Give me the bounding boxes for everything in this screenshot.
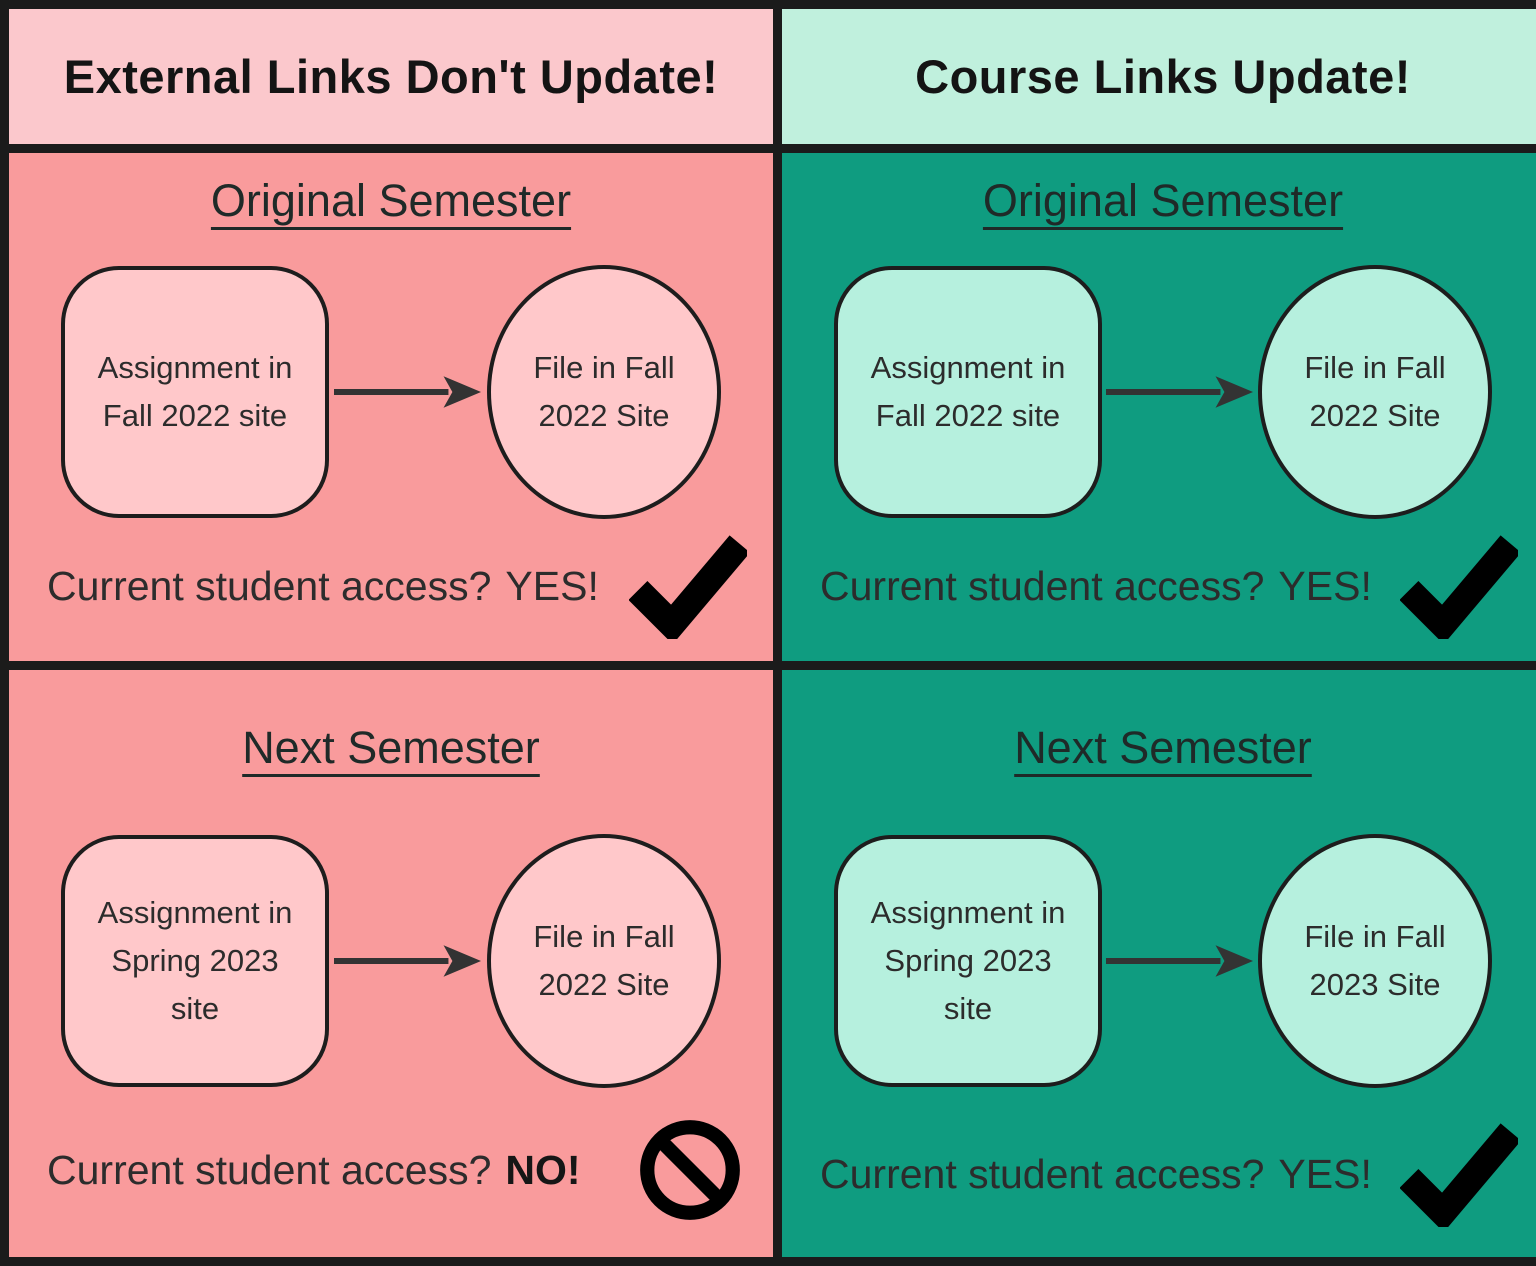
access-row: Current student access? YES!: [782, 1121, 1536, 1227]
flow-diagram: Assignment in Spring 2023 site File in F…: [9, 834, 773, 1088]
access-answer: NO!: [505, 1146, 581, 1193]
source-node: Assignment in Spring 2023 site: [61, 835, 329, 1087]
section-title: Next Semester: [1014, 722, 1312, 773]
source-node-label: Assignment in Spring 2023 site: [97, 894, 293, 1027]
quadrant-course-next: Next Semester Assignment in Spring 2023 …: [782, 670, 1536, 1257]
arrow-icon: [1106, 376, 1254, 408]
arrow-icon: [1106, 945, 1254, 977]
flow-diagram: Assignment in Fall 2022 site File in Fal…: [782, 265, 1536, 519]
target-node-label: File in Fall 2022 Site: [1304, 349, 1446, 433]
access-answer: YES!: [1278, 562, 1372, 609]
source-node-label: Assignment in Spring 2023 site: [870, 894, 1066, 1027]
access-question: Current student access?: [820, 562, 1265, 609]
header-course-links-label: Course Links Update!: [915, 50, 1411, 103]
access-row: Current student access? YES!: [9, 533, 773, 639]
target-node-label: File in Fall 2022 Site: [533, 918, 675, 1002]
source-node: Assignment in Fall 2022 site: [834, 266, 1102, 518]
header-external-links: External Links Don't Update!: [9, 9, 773, 144]
source-node: Assignment in Fall 2022 site: [61, 266, 329, 518]
source-node: Assignment in Spring 2023 site: [834, 835, 1102, 1087]
section-title: Next Semester: [242, 722, 540, 773]
access-question: Current student access?: [47, 562, 492, 609]
access-question: Current student access?: [820, 1150, 1265, 1197]
section-title: Original Semester: [210, 175, 572, 226]
access-row: Current student access? NO!: [9, 1113, 773, 1227]
section-title: Original Semester: [982, 175, 1344, 226]
source-node-label: Assignment in Fall 2022 site: [870, 349, 1066, 433]
target-node-label: File in Fall 2022 Site: [533, 349, 675, 433]
target-node: File in Fall 2022 Site: [1258, 265, 1492, 519]
no-symbol-icon: [633, 1113, 747, 1227]
quadrant-external-next: Next Semester Assignment in Spring 2023 …: [9, 670, 773, 1257]
checkmark-icon: [1400, 533, 1518, 639]
access-row: Current student access? YES!: [782, 533, 1536, 639]
quadrant-external-original: Original Semester Assignment in Fall 202…: [9, 153, 773, 661]
access-question: Current student access?: [47, 1146, 492, 1193]
flow-diagram: Assignment in Spring 2023 site File in F…: [782, 834, 1536, 1088]
header-external-links-label: External Links Don't Update!: [63, 50, 719, 103]
quadrant-course-original: Original Semester Assignment in Fall 202…: [782, 153, 1536, 661]
access-answer: YES!: [1278, 1150, 1372, 1197]
flow-diagram: Assignment in Fall 2022 site File in Fal…: [9, 265, 773, 519]
target-node: File in Fall 2022 Site: [487, 834, 721, 1088]
access-answer: YES!: [505, 562, 599, 609]
source-node-label: Assignment in Fall 2022 site: [97, 349, 293, 433]
header-course-links: Course Links Update!: [782, 9, 1536, 144]
arrow-icon: [334, 945, 482, 977]
target-node-label: File in Fall 2023 Site: [1304, 918, 1446, 1002]
checkmark-icon: [1400, 1121, 1518, 1227]
checkmark-icon: [629, 533, 747, 639]
arrow-icon: [334, 376, 482, 408]
target-node: File in Fall 2023 Site: [1258, 834, 1492, 1088]
target-node: File in Fall 2022 Site: [487, 265, 721, 519]
